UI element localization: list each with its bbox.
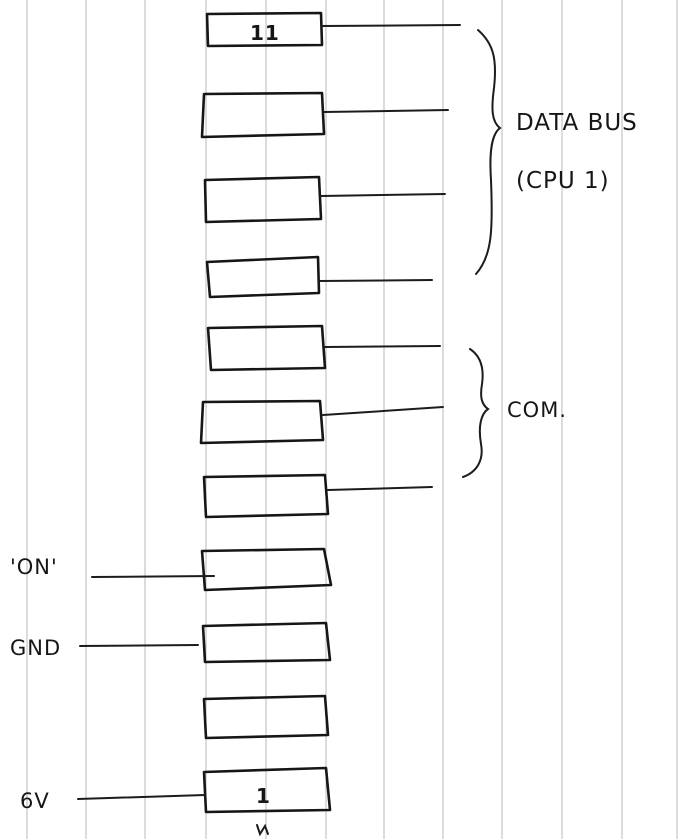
- pin-9: [203, 175, 323, 224]
- pin-8: [205, 255, 321, 299]
- pin-1: [202, 766, 332, 814]
- on-label: 'ON': [10, 555, 58, 579]
- ruled-lines: [26, 0, 678, 839]
- com-label: COM.: [507, 398, 567, 422]
- com-brace: [462, 348, 490, 478]
- connector: [199, 11, 333, 814]
- gnd-label: GND: [10, 636, 61, 660]
- pin-6: [199, 399, 325, 445]
- cpu-1-label: (CPU 1): [516, 168, 610, 194]
- pin-11: [205, 11, 324, 48]
- pin-7: [206, 324, 327, 372]
- pin-5: [202, 473, 330, 519]
- pin-3: [201, 621, 332, 664]
- stray-mark: [256, 823, 269, 837]
- data-bus-label: DATA BUS: [516, 110, 638, 136]
- pin-number-top: 11: [250, 21, 280, 45]
- right-wires: [318, 24, 461, 491]
- pin-number-bottom: 1: [256, 784, 271, 808]
- data-bus-brace: [475, 29, 502, 275]
- pin-2: [202, 694, 330, 740]
- six-v-label: 6V: [20, 789, 50, 813]
- left-wires: [77, 575, 215, 800]
- pin-10: [200, 91, 326, 139]
